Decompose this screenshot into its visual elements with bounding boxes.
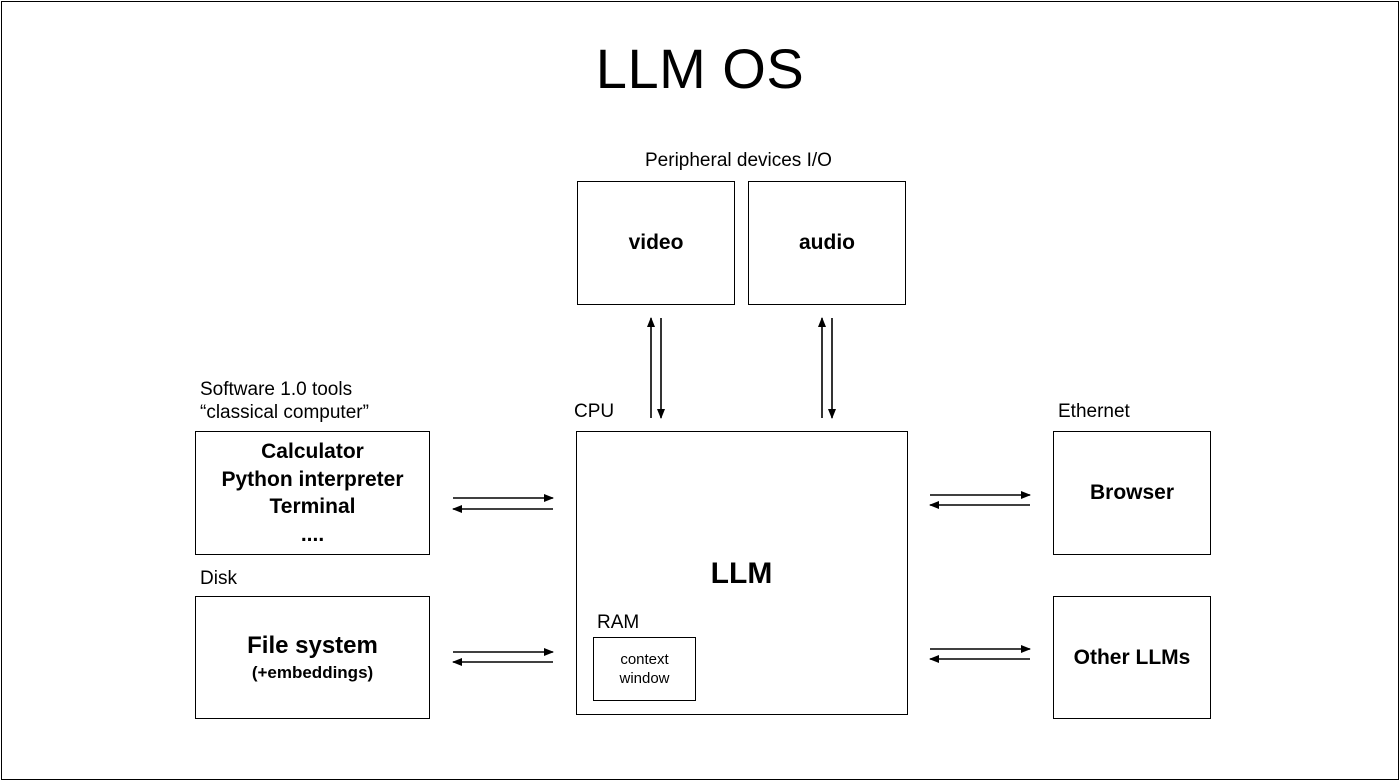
other-llms-label: Other LLMs — [1073, 645, 1191, 669]
video-label: video — [628, 231, 684, 254]
file-system-box: File system (+embeddings) — [195, 596, 430, 719]
software-tools-label-line: “classical computer” — [200, 402, 369, 423]
tool-ellipsis: .... — [300, 522, 325, 546]
embeddings-label: (+embeddings) — [251, 662, 374, 682]
context-window-line: window — [619, 670, 670, 687]
software-tools-box: Calculator Python interpreter Terminal .… — [195, 431, 430, 555]
software-tools-label: Software 1.0 tools “classical computer” — [200, 378, 369, 424]
context-window-box: context window — [593, 637, 696, 701]
browser-label: Browser — [1089, 481, 1175, 504]
ram-label: RAM — [597, 612, 640, 633]
file-system-label: File system — [247, 631, 378, 659]
audio-box: audio — [748, 181, 906, 305]
cpu-label: CPU — [574, 401, 615, 422]
software-tools-label-line: Software 1.0 tools — [200, 379, 353, 400]
video-box: video — [577, 181, 735, 305]
audio-label: audio — [799, 231, 855, 254]
diagram-title: LLM OS — [595, 37, 805, 100]
llm-label: LLM — [710, 557, 773, 590]
ethernet-label: Ethernet — [1058, 401, 1130, 422]
browser-box: Browser — [1053, 431, 1211, 555]
tool-python-interpreter: Python interpreter — [221, 467, 404, 491]
tool-terminal: Terminal — [269, 495, 356, 518]
peripheral-devices-label: Peripheral devices I/O — [645, 150, 832, 171]
disk-label: Disk — [200, 568, 237, 589]
other-llms-box: Other LLMs — [1053, 596, 1211, 719]
context-window-line: context — [620, 651, 669, 668]
tool-calculator: Calculator — [261, 440, 364, 463]
